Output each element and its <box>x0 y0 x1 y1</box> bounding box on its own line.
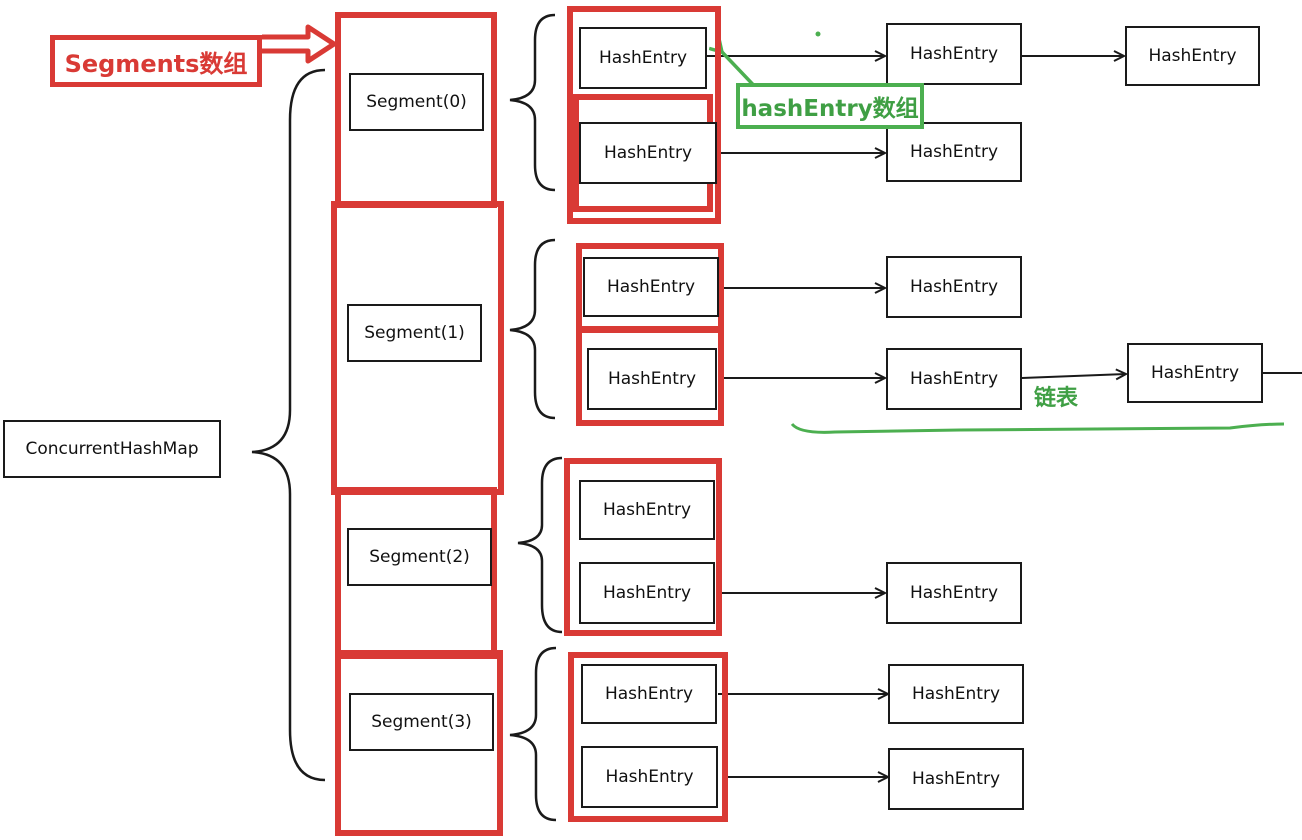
hashentry-node: HashEntry <box>587 348 717 410</box>
hashentry-array-highlight <box>568 652 728 822</box>
link-arrow <box>1021 374 1126 378</box>
segment-highlight <box>335 487 497 659</box>
hashentry-chain-node: HashEntry <box>1125 26 1260 86</box>
segment-highlight <box>335 650 503 836</box>
segment2-brace <box>517 456 563 634</box>
segment1-brace <box>509 238 556 420</box>
hashentry-chain-node: HashEntry <box>888 664 1024 724</box>
linked-list-underline <box>790 422 1285 434</box>
hashentry-array-highlight <box>576 326 724 426</box>
segment0-brace <box>509 13 556 192</box>
hashentry-array-highlight <box>564 458 722 636</box>
segment3-brace <box>509 646 557 822</box>
hashentry-chain-node: HashEntry <box>886 23 1022 85</box>
segment-node: Segment(2) <box>347 528 492 586</box>
segment-node: Segment(3) <box>349 693 494 751</box>
hashentry-chain-node: HashEntry <box>886 562 1022 624</box>
hashentry-chain-node: HashEntry <box>886 348 1022 410</box>
segment-node: Segment(0) <box>349 73 484 131</box>
hashentry-node: HashEntry <box>579 27 707 89</box>
root-brace <box>251 68 326 782</box>
hashentry-array-highlight <box>567 6 721 224</box>
hashentry-chain-node: HashEntry <box>1127 343 1263 403</box>
hashentry-chain-node: HashEntry <box>888 748 1024 810</box>
hashentry-node: HashEntry <box>579 562 715 624</box>
hashentry-chain-node: HashEntry <box>886 122 1022 182</box>
hashentry-node: HashEntry <box>583 257 719 317</box>
segments-array-pointer-arrow <box>262 24 337 64</box>
hashentry-chain-node: HashEntry <box>886 256 1022 318</box>
segments-array-label: Segments数组 <box>50 35 262 87</box>
hashentry-node: HashEntry <box>581 664 717 724</box>
hashentry-node: HashEntry <box>581 746 718 808</box>
segment-node: Segment(1) <box>347 304 482 362</box>
hashentry-node: HashEntry <box>579 122 717 184</box>
green-dot <box>815 31 821 37</box>
linked-list-label: 链表 <box>1034 386 1079 411</box>
hashentry-node: HashEntry <box>579 480 715 540</box>
concurrent-hashmap-node: ConcurrentHashMap <box>3 420 221 478</box>
hashentry-array-label: hashEntry数组 <box>736 83 924 129</box>
